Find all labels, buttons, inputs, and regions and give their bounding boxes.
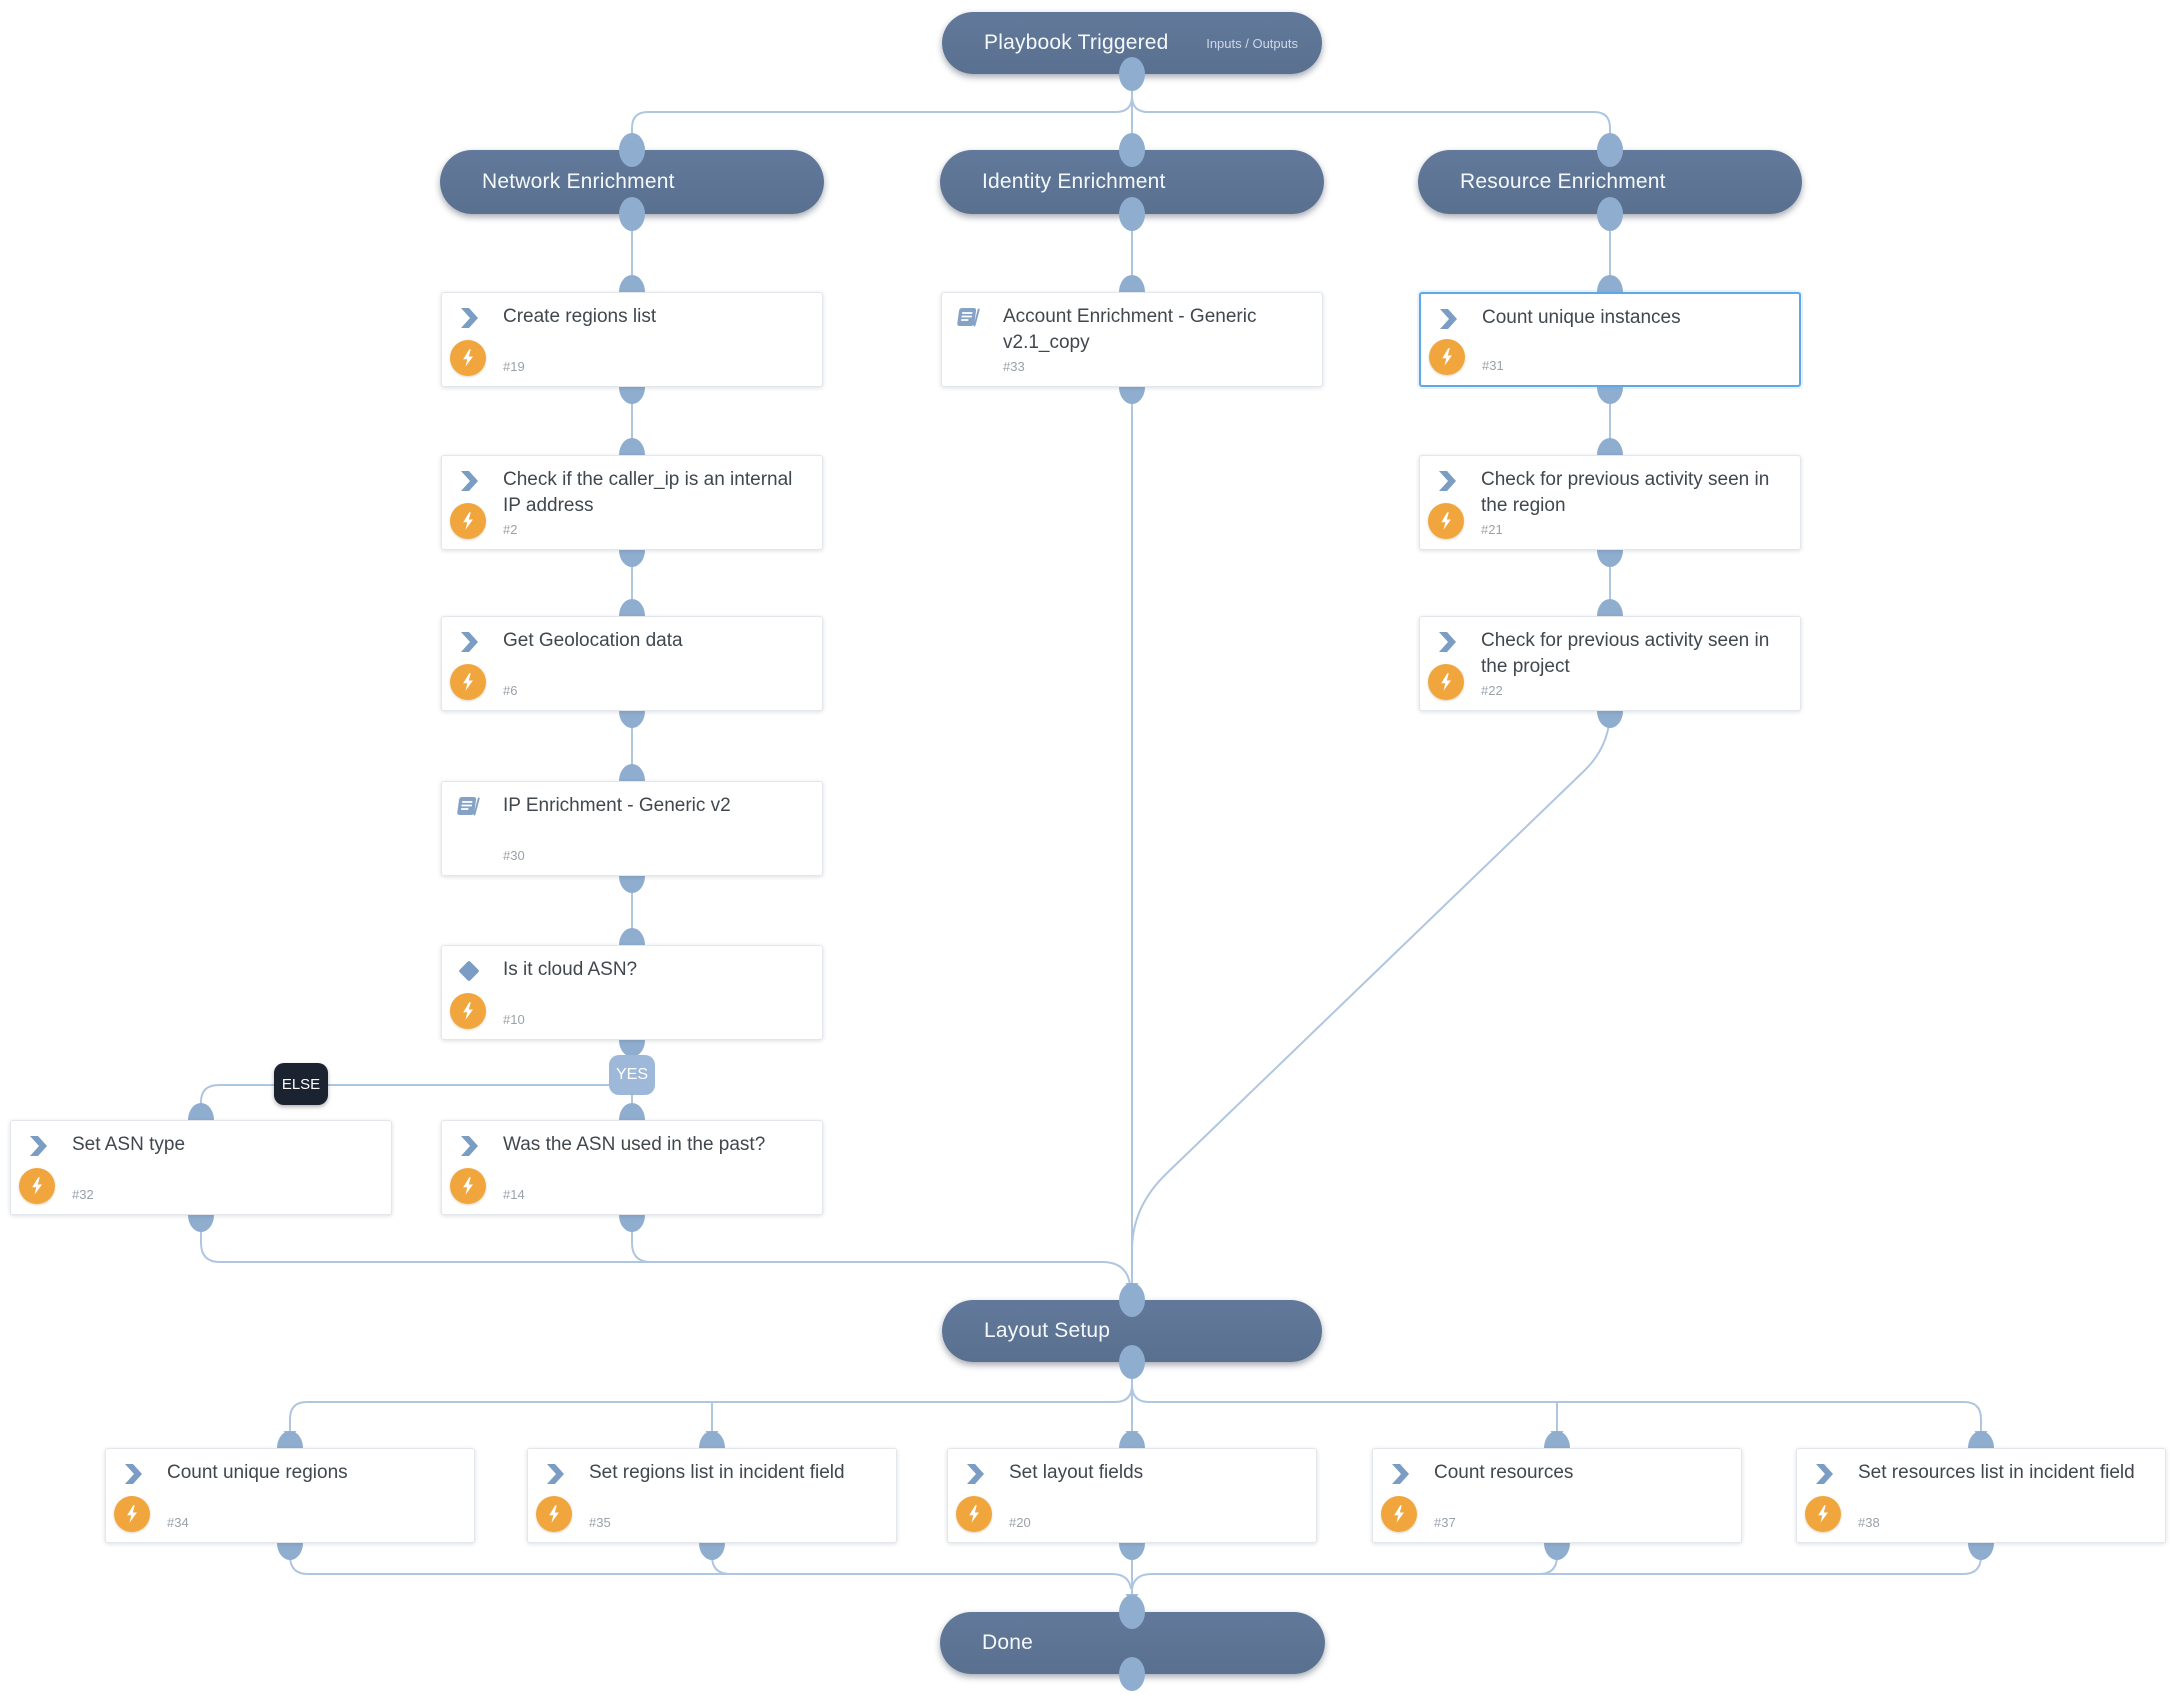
automation-bolt-icon	[114, 1496, 150, 1532]
header-label: Resource Enrichment	[1460, 170, 1666, 193]
task-title: Count unique regions	[167, 1462, 348, 1483]
task-number: #35	[589, 1515, 611, 1530]
chevron-right-icon	[121, 1462, 145, 1486]
chevron-right-icon	[457, 469, 481, 493]
task-card-check-activity-project[interactable]: Check for previous activity seen in the …	[1419, 616, 1801, 711]
inputs-outputs-link[interactable]: Inputs / Outputs	[1206, 35, 1298, 51]
task-title: Count resources	[1434, 1462, 1574, 1483]
automation-bolt-icon	[450, 503, 486, 539]
task-number: #31	[1482, 358, 1504, 373]
task-title: Is it cloud ASN?	[503, 959, 638, 980]
header-layout-setup[interactable]: Layout Setup	[942, 1300, 1322, 1362]
task-card-ip-enrichment-generic-v2[interactable]: IP Enrichment - Generic v2 #30	[441, 781, 823, 876]
automation-bolt-icon	[450, 340, 486, 376]
task-title: Check if the caller_ip is an internal IP…	[503, 469, 793, 516]
task-card-set-regions-list[interactable]: Set regions list in incident field #35	[527, 1448, 897, 1543]
automation-bolt-icon	[1428, 664, 1464, 700]
else-text: ELSE	[281, 1075, 321, 1093]
chevron-right-icon	[963, 1462, 987, 1486]
else-branch-label: ELSE	[274, 1063, 328, 1105]
task-title: Check for previous activity seen in the …	[1481, 630, 1770, 677]
task-number: #19	[503, 359, 525, 374]
task-number: #2	[503, 522, 518, 537]
task-title: IP Enrichment - Generic v2	[503, 795, 731, 816]
chevron-right-icon	[1436, 307, 1460, 331]
task-card-check-caller-ip[interactable]: Check if the caller_ip is an internal IP…	[441, 455, 823, 550]
task-card-set-resources-list[interactable]: Set resources list in incident field #38	[1796, 1448, 2166, 1543]
task-number: #38	[1858, 1515, 1880, 1530]
task-number: #6	[503, 683, 518, 698]
task-title: Check for previous activity seen in the …	[1481, 469, 1770, 516]
chevron-right-icon	[1812, 1462, 1836, 1486]
automation-bolt-icon	[1381, 1496, 1417, 1532]
task-title: Set ASN type	[72, 1134, 186, 1155]
playbook-book-icon	[454, 793, 482, 821]
automation-bolt-icon	[536, 1496, 572, 1532]
yes-text: YES	[615, 1066, 648, 1083]
header-label: Network Enrichment	[482, 170, 675, 193]
task-number: #20	[1009, 1515, 1031, 1530]
task-card-account-enrichment-generic[interactable]: Account Enrichment - Generic v2.1_copy #…	[941, 292, 1323, 387]
task-card-create-regions-list[interactable]: Create regions list #19	[441, 292, 823, 387]
task-number: #32	[72, 1187, 94, 1202]
chevron-right-icon	[457, 1134, 481, 1158]
header-resource-enrichment[interactable]: Resource Enrichment	[1418, 150, 1802, 214]
chevron-right-icon	[543, 1462, 567, 1486]
header-label: Playbook Triggered	[984, 31, 1169, 54]
task-title: Set resources list in incident field	[1858, 1462, 2135, 1483]
header-network-enrichment[interactable]: Network Enrichment	[440, 150, 824, 214]
chevron-right-icon	[1435, 630, 1459, 654]
task-title: Set regions list in incident field	[589, 1462, 845, 1483]
task-number: #22	[1481, 683, 1503, 698]
task-card-count-resources[interactable]: Count resources #37	[1372, 1448, 1742, 1543]
automation-bolt-icon	[1429, 339, 1465, 375]
task-title: Was the ASN used in the past?	[503, 1134, 766, 1155]
task-title: Account Enrichment - Generic v2.1_copy	[1003, 306, 1257, 353]
task-number: #33	[1003, 359, 1025, 374]
task-card-count-unique-regions[interactable]: Count unique regions #34	[105, 1448, 475, 1543]
task-title: Set layout fields	[1009, 1462, 1144, 1483]
playbook-book-icon	[954, 304, 982, 332]
task-card-was-asn-used-in-past[interactable]: Was the ASN used in the past? #14	[441, 1120, 823, 1215]
chevron-right-icon	[457, 306, 481, 330]
task-card-count-unique-instances[interactable]: Count unique instances #31	[1419, 292, 1801, 387]
yes-branch-label: YES	[609, 1055, 655, 1095]
header-label: Identity Enrichment	[982, 170, 1166, 193]
task-title: Create regions list	[503, 306, 657, 327]
header-playbook-triggered[interactable]: Playbook Triggered Inputs / Outputs	[942, 12, 1322, 74]
automation-bolt-icon	[1428, 503, 1464, 539]
task-number: #21	[1481, 522, 1503, 537]
automation-bolt-icon	[450, 993, 486, 1029]
task-card-set-layout-fields[interactable]: Set layout fields #20	[947, 1448, 1317, 1543]
automation-bolt-icon	[450, 1168, 486, 1204]
chevron-right-icon	[1388, 1462, 1412, 1486]
task-number: #30	[503, 848, 525, 863]
chevron-right-icon	[1435, 469, 1459, 493]
task-title: Count unique instances	[1482, 307, 1681, 328]
task-card-check-activity-region[interactable]: Check for previous activity seen in the …	[1419, 455, 1801, 550]
automation-bolt-icon	[19, 1168, 55, 1204]
chevron-right-icon	[457, 630, 481, 654]
header-done[interactable]: Done	[940, 1612, 1325, 1674]
header-label: Layout Setup	[984, 1319, 1111, 1342]
task-card-get-geolocation-data[interactable]: Get Geolocation data #6	[441, 616, 823, 711]
condition-diamond-icon	[457, 959, 481, 983]
task-number: #37	[1434, 1515, 1456, 1530]
automation-bolt-icon	[450, 664, 486, 700]
header-label: Done	[982, 1631, 1034, 1654]
task-title: Get Geolocation data	[503, 630, 683, 651]
automation-bolt-icon	[956, 1496, 992, 1532]
task-card-set-asn-type[interactable]: Set ASN type #32	[10, 1120, 392, 1215]
task-card-is-it-cloud-asn[interactable]: Is it cloud ASN? #10	[441, 945, 823, 1040]
task-number: #14	[503, 1187, 525, 1202]
automation-bolt-icon	[1805, 1496, 1841, 1532]
header-identity-enrichment[interactable]: Identity Enrichment	[940, 150, 1324, 214]
task-number: #34	[167, 1515, 189, 1530]
task-number: #10	[503, 1012, 525, 1027]
chevron-right-icon	[26, 1134, 50, 1158]
